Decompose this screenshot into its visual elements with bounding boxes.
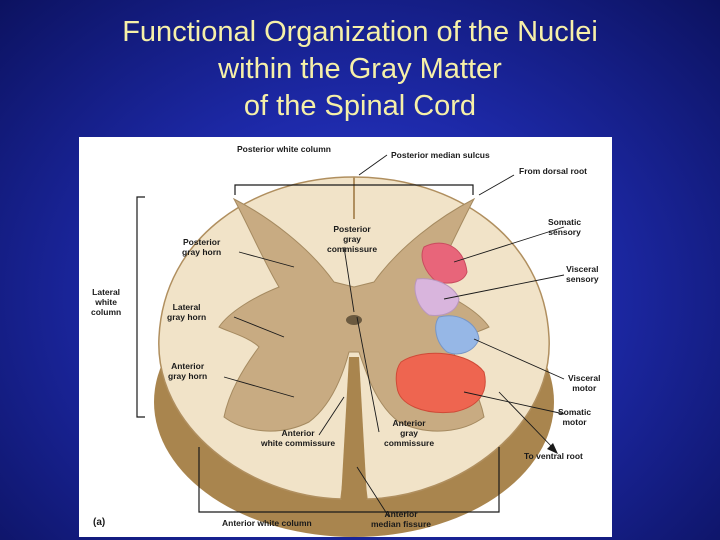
title-line-2: within the Gray Matter: [218, 53, 502, 85]
label-somatic-motor: Somatic motor: [558, 407, 592, 427]
label-lateral-gray-horn: Lateral gray horn: [167, 302, 207, 322]
panel-label: (a): [93, 517, 106, 528]
anterior-median-fissure: [341, 357, 367, 499]
title-line-3: of the Spinal Cord: [243, 90, 477, 122]
label-somatic-sensory: Somatic sensory: [548, 217, 582, 237]
leader-lines: [223, 154, 565, 518]
label-lateral-white-column: Lateral white column: [91, 287, 122, 317]
visceral-sensory-nucleus: [414, 278, 460, 316]
label-visceral-sensory: Visceral sensory: [566, 264, 599, 284]
spinal-cord-figure: Posterior white column Posterior median …: [79, 137, 612, 537]
slide-title: Functional Organization of the Nuclei wi…: [0, 14, 720, 125]
visceral-motor-nucleus: [435, 315, 480, 355]
label-anterior-white-column: Anterior white column: [222, 518, 312, 528]
label-anterior-gray-horn: Anterior gray horn: [168, 361, 208, 381]
anterior-white-column-bracket: [198, 447, 500, 513]
lateral-white-column-bracket: [136, 196, 145, 418]
label-posterior-gray-commissure: Posterior gray commissure: [327, 224, 378, 254]
to-ventral-root-arrow: [498, 391, 555, 450]
somatic-motor-nucleus: [395, 352, 486, 414]
central-canal: [346, 315, 362, 325]
label-from-dorsal-root: From dorsal root: [519, 166, 588, 176]
label-to-ventral-root: To ventral root: [524, 451, 583, 461]
to-ventral-root-arrowhead: [547, 443, 558, 454]
label-visceral-motor: Visceral motor: [568, 373, 601, 393]
label-posterior-gray-horn: Posterior gray horn: [182, 237, 222, 257]
label-anterior-gray-commissure: Anterior gray commissure: [384, 418, 435, 448]
spinal-cord-illustration: [136, 154, 565, 537]
title-line-1: Functional Organization of the Nuclei: [122, 16, 598, 48]
label-posterior-white-column: Posterior white column: [237, 144, 331, 154]
somatic-sensory-nucleus: [421, 242, 468, 284]
label-posterior-median-sulcus: Posterior median sulcus: [391, 150, 490, 160]
label-anterior-white-commissure: Anterior white commissure: [261, 428, 336, 448]
posterior-white-column-bracket: [234, 184, 474, 195]
label-anterior-median-fissure: Anterior median fissure: [371, 509, 431, 529]
